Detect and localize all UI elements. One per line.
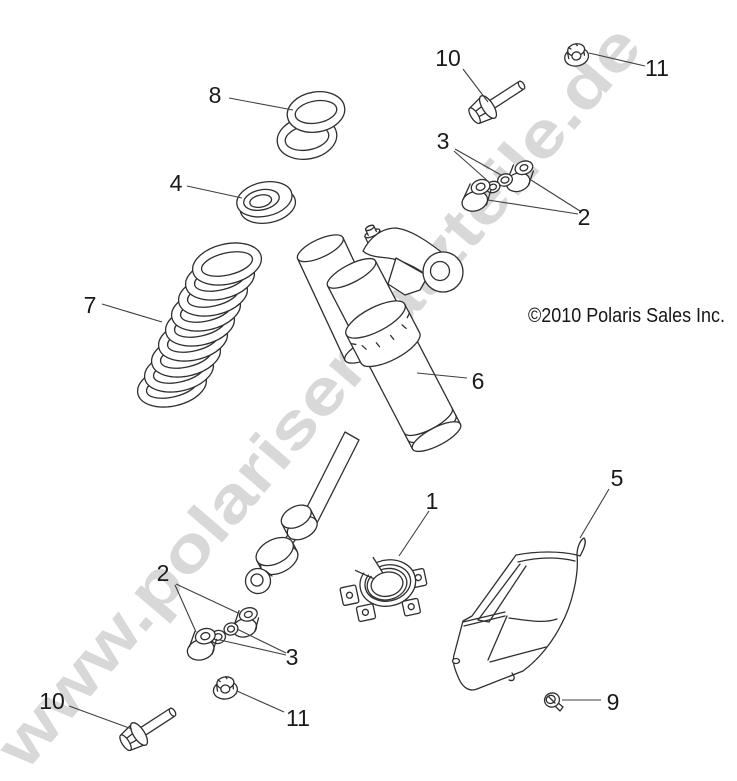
shock-eyelet	[422, 251, 464, 293]
callout-2-bottom: 2	[157, 560, 170, 586]
copyright-text: ©2010 Polaris Sales Inc.	[528, 305, 725, 327]
leader-line	[174, 584, 197, 633]
part-7-main-spring	[136, 242, 263, 408]
leader-line	[530, 179, 581, 212]
part-11-nut-top	[564, 43, 590, 67]
leader-line	[588, 52, 646, 67]
leader-line	[579, 488, 610, 539]
leader-line	[175, 583, 239, 614]
shock-disc-washer	[255, 536, 299, 576]
leader-line	[416, 372, 468, 379]
hardware-group-top	[461, 160, 535, 212]
part-10-bolt-bottom	[119, 707, 177, 752]
shock-lower-eyelet	[244, 567, 273, 595]
bushing-top-left	[461, 178, 492, 212]
callout-3-top: 3	[437, 128, 450, 154]
callout-5: 5	[611, 465, 624, 491]
leader-line	[219, 639, 287, 656]
leader-line	[454, 148, 502, 176]
part-11-nut-bottom	[212, 676, 239, 700]
leader-line	[236, 628, 287, 654]
part-5-guard	[451, 537, 586, 691]
leader-line	[453, 150, 491, 184]
callout-11-bottom: 11	[286, 705, 310, 731]
callout-labels: 10 11 8 3 2 4 7 6 1 5 2 3 10 11 9	[39, 45, 669, 731]
leader-line	[398, 510, 430, 557]
callout-11-top: 11	[645, 55, 669, 81]
leader-line	[186, 185, 243, 199]
part-10-bolt-top	[468, 80, 526, 125]
callout-4: 4	[170, 170, 183, 196]
bushing-bottom-right	[232, 607, 260, 638]
part-9-screw	[543, 692, 564, 712]
callout-9: 9	[607, 689, 620, 715]
washer-bottom-1	[223, 622, 239, 636]
callout-3-bottom: 3	[286, 644, 299, 670]
callout-6: 6	[472, 368, 485, 394]
leader-line	[228, 97, 294, 111]
bushing-bottom-left	[186, 627, 218, 661]
leader-line	[101, 303, 163, 323]
leader-line	[487, 199, 579, 215]
hardware-group-bottom	[186, 607, 260, 661]
leader-line	[462, 68, 489, 103]
callout-7: 7	[84, 292, 97, 318]
callout-8: 8	[209, 82, 222, 108]
leader-line	[68, 705, 133, 730]
callout-2-top: 2	[578, 204, 591, 230]
shock-bump-stop	[280, 504, 318, 541]
leader-line	[236, 690, 285, 713]
part-1-cam-adjuster	[339, 556, 428, 623]
shock-adjuster-collar	[345, 300, 421, 368]
part-8-preload-spring	[276, 91, 346, 160]
callout-10-top: 10	[435, 45, 461, 71]
callout-1: 1	[426, 488, 439, 514]
part-4-spring-seat	[236, 181, 297, 224]
callout-10-bottom: 10	[39, 688, 65, 714]
leader-lines	[68, 52, 646, 730]
part-6-shock-absorber	[244, 224, 464, 595]
